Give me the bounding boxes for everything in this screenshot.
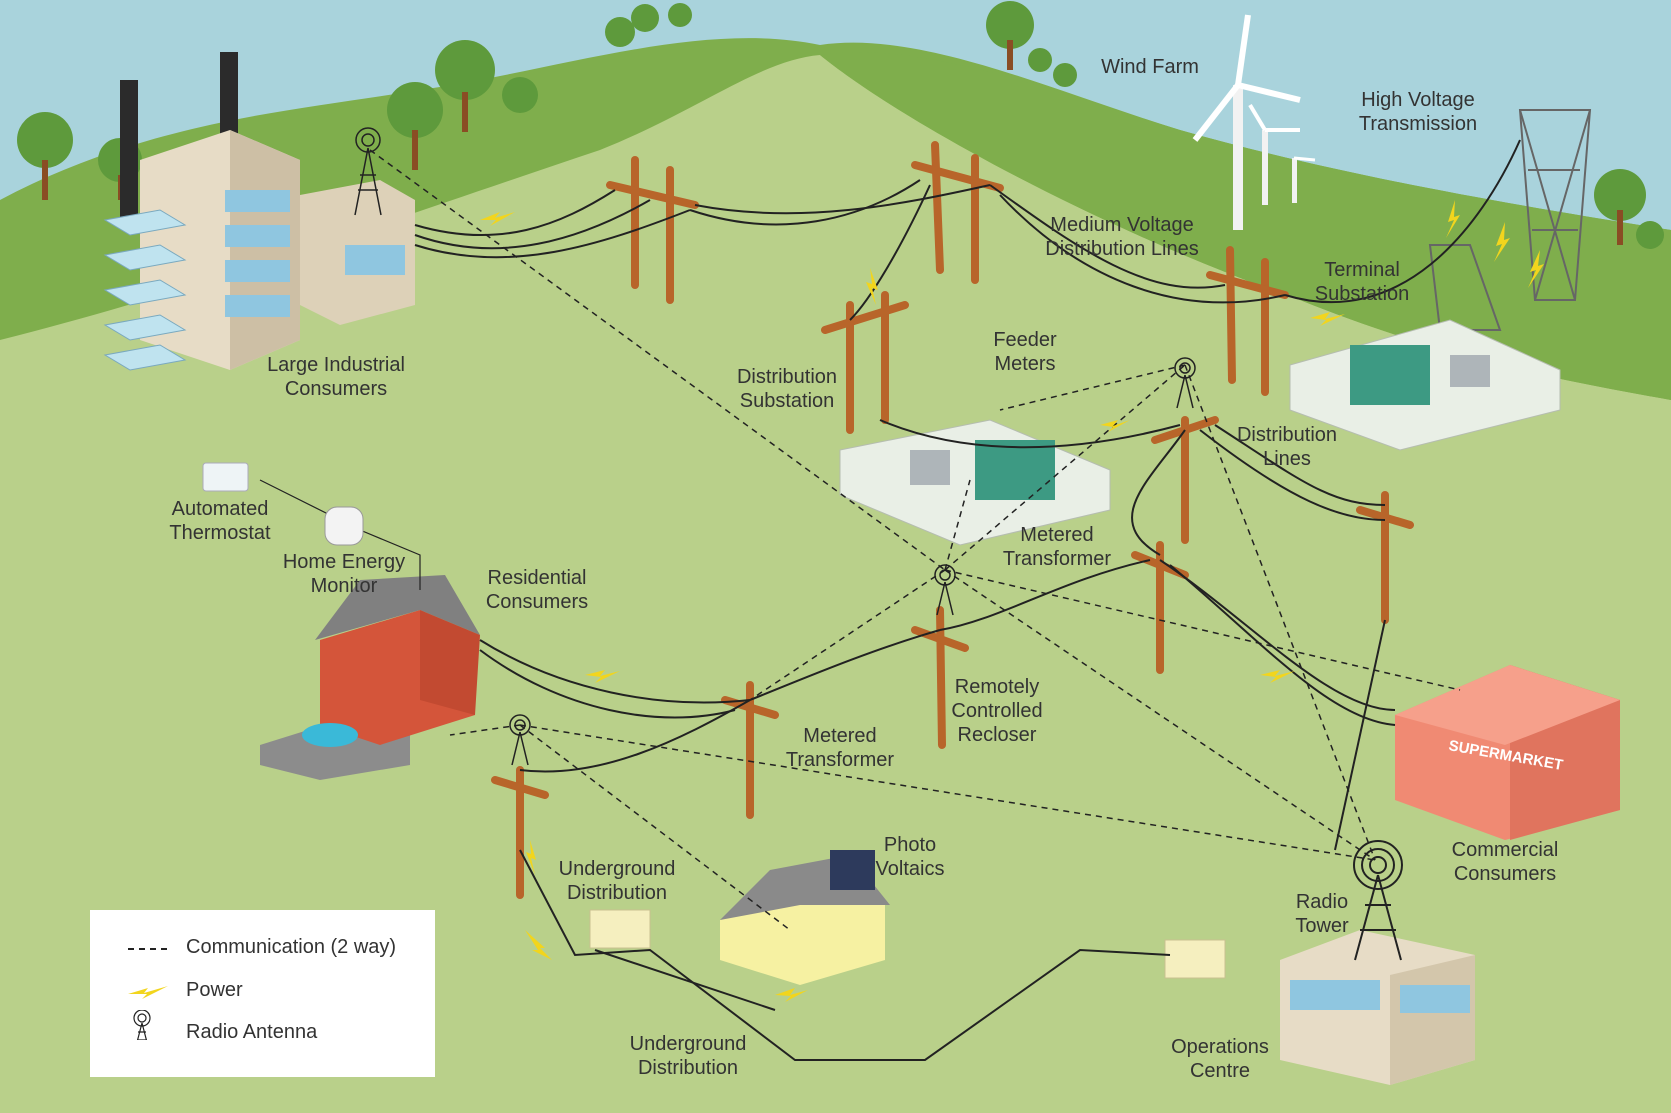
power-bolts [480,200,1544,1002]
supermarket-building [1395,665,1620,840]
antenna-factory [354,127,382,216]
field [0,55,1671,1108]
legend: Communication (2 way) Power Radio Antenn… [90,910,435,1077]
substations [839,319,1561,546]
power-lines [414,139,1521,1061]
thermostat-device [202,462,249,492]
communication-lines [369,149,1461,931]
factory [103,52,415,371]
legend-power: Power [90,976,435,1006]
wind-turbines [1192,14,1316,230]
residential-house [260,575,480,780]
operations-centre-building [1280,930,1475,1085]
radio-antenna-icon [133,1010,151,1040]
dashed-line-icon [128,948,168,950]
radio-antennas [354,127,1403,961]
thermostat-connectors [259,479,421,590]
home-energy-monitor-device [324,506,364,546]
antenna-recloser [934,564,956,616]
ground-boxes [589,909,1226,979]
trees [17,1,1664,249]
legend-radio-antenna: Radio Antenna [90,1010,435,1048]
pv-house [720,850,890,985]
lightning-bolt-icon [128,986,168,999]
transmission-towers [1428,109,1592,331]
right-hill [820,52,1671,401]
utility-poles [491,141,1414,899]
antenna-radio-tower [1353,840,1403,961]
label-wind-farm: Wind Farm [1101,56,1199,78]
legend-communication: Communication (2 way) [90,933,435,963]
antenna-feeder [1174,357,1196,409]
antenna-underground [509,714,531,766]
